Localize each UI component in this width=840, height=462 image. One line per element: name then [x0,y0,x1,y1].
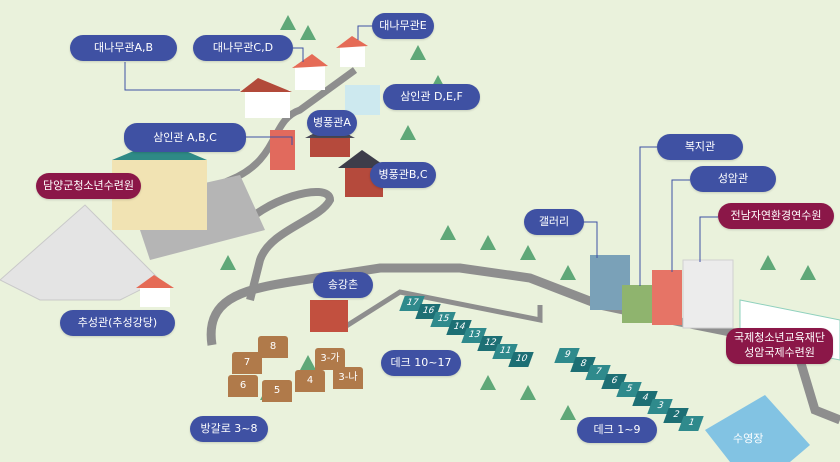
label-intl-center[interactable]: 국제청소년교육재단 성암국제수련원 [726,328,833,364]
bamboo-e-building [340,45,365,67]
bungalow[interactable]: 3-가 [315,348,345,370]
welfare-building [622,285,652,323]
bamboo-cd-building [295,65,325,90]
label-byeongpung-a[interactable]: 병풍관A [307,110,357,136]
label-pool[interactable]: 수영장 [733,432,764,445]
label-jeonnam-center[interactable]: 전남자연환경연수원 [718,203,834,229]
label-songgang[interactable]: 송강촌 [313,272,373,298]
deck-road [338,289,543,333]
swimming-pool [705,395,810,462]
label-intl-line2: 성암국제수련원 [744,346,815,359]
label-gallery[interactable]: 갤러리 [524,209,584,235]
label-bungalow[interactable]: 방갈로 3~8 [190,416,268,442]
label-deck-10-17[interactable]: 데크 10~17 [381,350,461,376]
bungalow[interactable]: 6 [228,375,258,397]
label-damyang-center[interactable]: 담양군청소년수련원 [36,173,141,199]
label-seongam[interactable]: 성암관 [690,166,776,192]
label-bamboo-ab[interactable]: 대나무관A,B [70,35,177,61]
label-chuseong[interactable]: 추성관(추성강당) [60,310,175,336]
bamboo-ab-building [245,90,290,118]
label-bamboo-e[interactable]: 대나무관E [372,13,434,39]
bungalow[interactable]: 4 [295,370,325,392]
seongam-building [652,270,682,325]
hill-road [236,188,335,301]
label-byeongpung-bc[interactable]: 병풍관B,C [370,162,436,188]
label-samin-abc[interactable]: 삼인관 A,B,C [124,123,246,152]
byeongpung-a-building [310,135,350,157]
jeonnam-building [682,259,734,329]
songgang-building [310,300,348,332]
label-samin-def[interactable]: 삼인관 D,E,F [383,84,480,110]
bungalow[interactable]: 8 [258,336,288,358]
label-bamboo-cd[interactable]: 대나무관C,D [193,35,293,61]
samin-def-building [345,85,380,115]
label-deck-1-9[interactable]: 데크 1~9 [577,417,657,443]
label-intl-line1: 국제청소년교육재단 [733,331,826,344]
samin-red-building [270,130,295,170]
bungalow[interactable]: 7 [232,352,262,374]
bungalow[interactable]: 5 [262,380,292,402]
label-welfare[interactable]: 복지관 [657,134,743,160]
chuseong-building [140,285,170,307]
bungalow[interactable]: 3-나 [333,367,363,389]
